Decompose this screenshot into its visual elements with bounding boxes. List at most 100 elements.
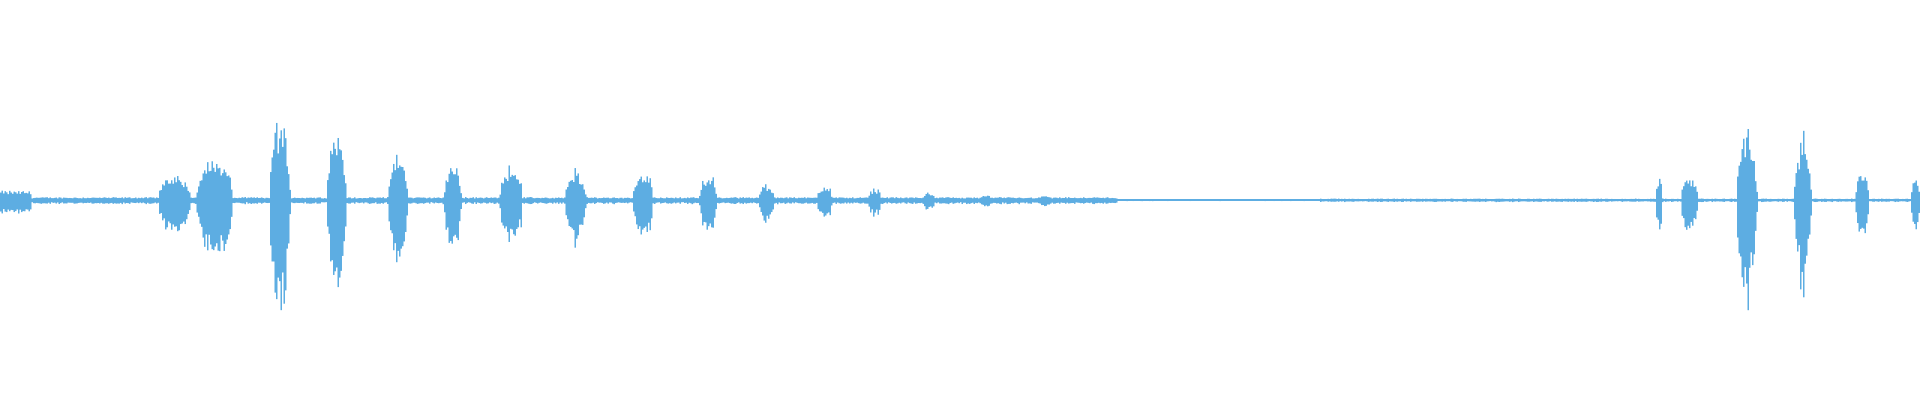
- waveform-sample-bar: [1881, 198, 1883, 202]
- waveform-sample-bar: [486, 197, 488, 204]
- waveform-sample-bar: [1257, 199, 1259, 201]
- waveform-sample-bar: [580, 184, 582, 225]
- waveform-sample-bar: [1782, 198, 1784, 202]
- waveform-sample-bar: [856, 197, 858, 203]
- waveform-sample-bar: [810, 197, 812, 204]
- waveform-sample-bar: [186, 186, 188, 220]
- waveform-sample-bar: [769, 189, 771, 215]
- waveform-sample-bar: [735, 197, 737, 204]
- waveform-sample-bar: [1840, 199, 1842, 202]
- waveform-sample-bar: [1893, 198, 1895, 202]
- waveform-sample-bar: [3, 193, 5, 210]
- waveform-sample-bar: [552, 197, 554, 204]
- waveform-sample-bar: [1360, 199, 1362, 202]
- waveform-sample-bar: [250, 197, 252, 205]
- waveform-sample-bar: [1437, 198, 1439, 202]
- waveform-sample-bar: [1219, 199, 1221, 202]
- waveform-sample-bar: [900, 197, 902, 204]
- waveform-sample-bar: [718, 197, 720, 204]
- waveform-sample-bar: [877, 189, 879, 215]
- waveform-sample-bar: [1843, 199, 1845, 202]
- waveform-sample-bar: [822, 191, 824, 213]
- waveform-sample-bar: [1560, 198, 1562, 202]
- waveform-sample-bar: [316, 197, 318, 204]
- waveform-sample-bar: [616, 198, 618, 203]
- waveform-sample-bar: [1762, 198, 1764, 202]
- waveform-sample-bar: [1579, 198, 1581, 202]
- waveform-sample-bar: [1038, 197, 1040, 204]
- waveform-sample-bar: [912, 197, 914, 204]
- waveform-sample-bar: [256, 197, 258, 204]
- waveform-sample-bar: [201, 180, 203, 227]
- waveform-sample-bar: [1863, 180, 1865, 229]
- waveform-sample-bar: [1101, 197, 1103, 203]
- waveform-sample-bar: [627, 197, 629, 204]
- waveform-sample-bar: [532, 198, 534, 204]
- waveform-sample-bar: [99, 197, 101, 204]
- waveform-sample-bar: [679, 197, 681, 204]
- waveform-sample-bar: [150, 197, 152, 204]
- waveform-sample-bar: [145, 197, 147, 205]
- waveform-sample-bar: [876, 193, 878, 210]
- waveform-sample-bar: [1905, 198, 1907, 202]
- waveform-sample-bar: [1056, 197, 1058, 204]
- waveform-sample-bar: [1069, 197, 1071, 204]
- waveform-sample-bar: [1050, 197, 1052, 204]
- waveform-sample-bar: [1494, 198, 1496, 202]
- waveform-sample-bar: [858, 197, 860, 204]
- waveform-sample-bar: [433, 197, 435, 204]
- waveform-sample-bar: [508, 165, 510, 242]
- waveform-sample-bar: [1603, 199, 1605, 202]
- waveform-sample-bar: [1539, 198, 1541, 202]
- waveform-sample-bar: [1422, 198, 1424, 202]
- waveform-sample-bar: [1023, 198, 1025, 203]
- waveform-sample-bar: [1911, 192, 1913, 213]
- waveform-sample-bar: [1713, 199, 1715, 202]
- waveform-sample-bar: [1356, 198, 1358, 202]
- waveform-sample-bar: [567, 187, 569, 220]
- waveform-sample-bar: [135, 197, 137, 204]
- waveform-sample-bar: [1278, 199, 1280, 201]
- waveform-sample-bar: [198, 186, 200, 217]
- waveform-sample-bar: [811, 197, 813, 203]
- waveform-sample-bar: [333, 142, 335, 275]
- waveform-sample-bar: [828, 191, 830, 213]
- waveform-sample-bar: [1758, 199, 1760, 202]
- waveform-sample-bar: [1677, 198, 1679, 202]
- waveform-sample-bar: [535, 197, 537, 203]
- waveform-sample-bar: [438, 197, 440, 204]
- waveform-sample-bar: [937, 198, 939, 203]
- waveform-sample-bar: [1225, 199, 1227, 201]
- waveform-sample-bar: [1119, 199, 1121, 201]
- waveform-sample-bar: [1753, 160, 1755, 255]
- waveform-sample-bar: [1071, 197, 1073, 204]
- waveform-sample-bar: [1441, 198, 1443, 202]
- waveform-sample-bar: [1714, 198, 1716, 202]
- waveform-sample-bar: [664, 198, 666, 203]
- waveform-sample-bar: [369, 197, 371, 204]
- waveform-sample-bar: [1120, 199, 1122, 201]
- waveform-sample-bar: [772, 193, 774, 210]
- waveform-sample-bar: [1030, 197, 1032, 204]
- waveform-sample-bar: [1456, 198, 1458, 202]
- waveform-sample-bar: [231, 189, 233, 217]
- waveform-sample-bar: [1384, 199, 1386, 202]
- waveform-sample-bar: [1518, 198, 1520, 203]
- waveform-sample-bar: [1195, 199, 1197, 201]
- waveform-sample-bar: [1447, 198, 1449, 202]
- waveform-sample-bar: [976, 197, 978, 204]
- waveform-sample-bar: [615, 198, 617, 203]
- waveform-sample-bar: [1186, 199, 1188, 201]
- waveform-sample-bar: [1477, 198, 1479, 202]
- waveform-sample-bar: [561, 197, 563, 204]
- waveform-sample-bar: [154, 198, 156, 203]
- waveform-sample-bar: [1879, 199, 1881, 202]
- waveform-sample-bar: [243, 197, 245, 204]
- waveform-sample-bar: [1623, 199, 1625, 202]
- waveform-sample-bar: [1788, 199, 1790, 202]
- waveform-sample-bar: [1036, 198, 1038, 203]
- waveform-sample-bar: [1468, 199, 1470, 202]
- waveform-sample-bar: [1087, 197, 1089, 203]
- waveform-sample-bar: [480, 197, 482, 204]
- waveform-sample-bar: [1798, 169, 1800, 246]
